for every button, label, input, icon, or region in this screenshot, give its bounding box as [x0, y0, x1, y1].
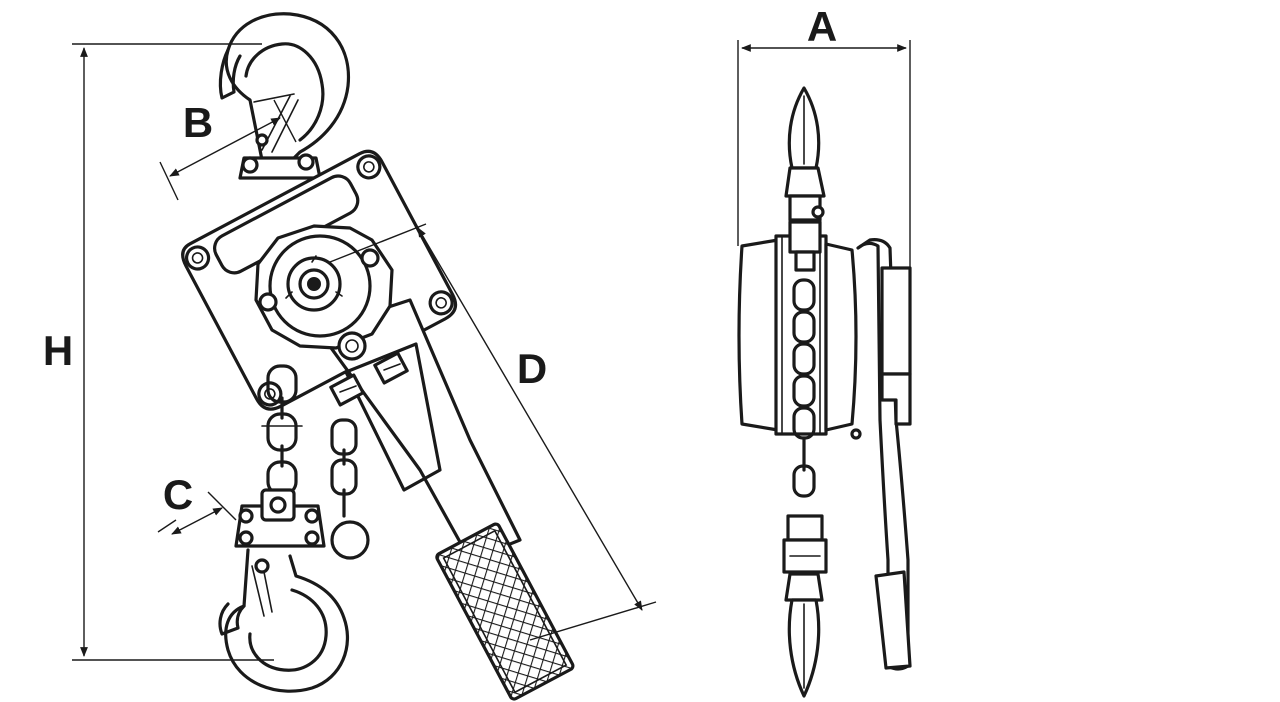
dimension-A: A: [737, 3, 911, 268]
load-chain: [261, 364, 303, 496]
side-chain: [792, 278, 816, 498]
dimension-label-B: B: [183, 99, 213, 146]
top-hook: [218, 12, 351, 180]
dimension-C: C: [157, 471, 237, 535]
side-housing: [737, 220, 858, 436]
side-bottom-hook: [784, 572, 824, 698]
hand-chain: [330, 418, 370, 560]
dimension-B: B: [159, 99, 297, 201]
dimension-D: D: [329, 223, 657, 641]
gear-cover: [254, 224, 394, 361]
bottom-block: [234, 488, 326, 548]
dimension-H: H: [43, 43, 274, 661]
dimension-label-A: A: [807, 3, 837, 50]
dimension-label-C: C: [163, 471, 193, 518]
side-view: [737, 86, 912, 698]
side-lever: [850, 238, 912, 671]
bottom-hook: [218, 548, 349, 693]
front-view: [181, 12, 575, 701]
dimension-label-D: D: [517, 345, 547, 392]
side-top-hook: [784, 86, 826, 222]
lever-grip: [435, 522, 575, 701]
side-bottom-block: [782, 514, 828, 574]
dimension-label-H: H: [43, 327, 73, 374]
